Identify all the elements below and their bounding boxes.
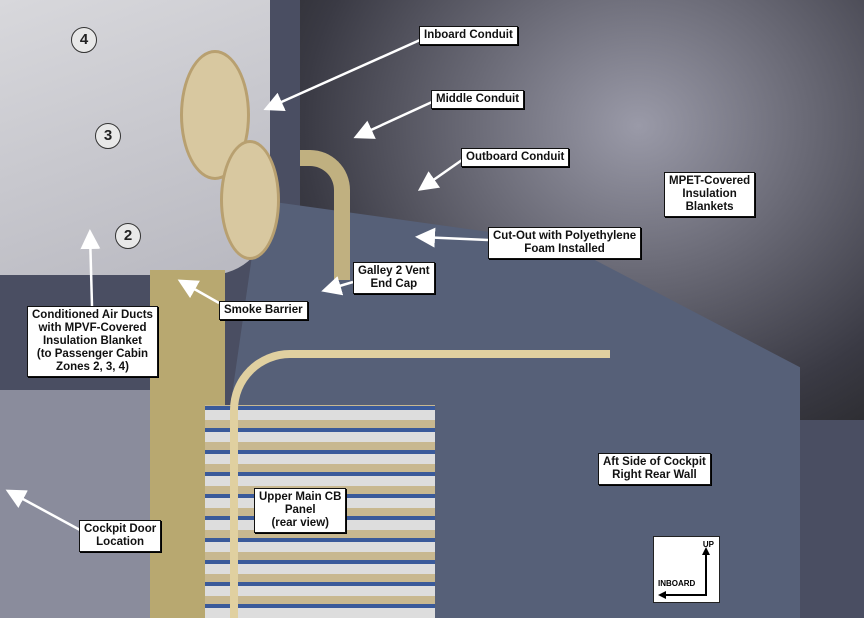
arrow-outboard (417, 158, 463, 191)
label-air-ducts: Conditioned Air Ducts with MPVF-Covered … (27, 306, 158, 377)
zone-4-marker: 4 (71, 27, 97, 53)
arrow-smoke (177, 279, 220, 305)
compass-arrows-icon (658, 547, 710, 599)
duct-end-2 (220, 140, 280, 260)
label-cockpit-door: Cockpit Door Location (79, 520, 162, 552)
wire-harness (230, 350, 610, 618)
zone-3-marker: 3 (95, 123, 121, 149)
arrow-ducts (80, 229, 101, 307)
label-inboard-conduit: Inboard Conduit (419, 26, 518, 45)
zone-2-marker: 2 (115, 223, 141, 249)
label-cut-out: Cut-Out with Polyethylene Foam Installed (488, 227, 642, 259)
label-middle-conduit: Middle Conduit (431, 90, 525, 109)
arrow-inboard (263, 38, 421, 112)
label-smoke-barrier: Smoke Barrier (219, 301, 308, 320)
vent-pipe (300, 150, 350, 280)
arrow-cutout (415, 227, 489, 248)
compass-inboard-label: INBOARD (658, 579, 696, 588)
orientation-compass: UP INBOARD (653, 536, 720, 603)
arrow-middle (353, 100, 433, 139)
arrow-vent (321, 276, 354, 296)
label-aft-side: Aft Side of Cockpit Right Rear Wall (598, 453, 711, 485)
label-mpet-blankets: MPET-Covered Insulation Blankets (664, 172, 756, 217)
compass-up-label: UP (702, 540, 714, 549)
label-outboard-conduit: Outboard Conduit (461, 148, 570, 167)
arrow-door (5, 489, 81, 532)
label-galley-vent: Galley 2 Vent End Cap (353, 262, 435, 294)
label-cb-panel: Upper Main CB Panel (rear view) (254, 488, 347, 533)
